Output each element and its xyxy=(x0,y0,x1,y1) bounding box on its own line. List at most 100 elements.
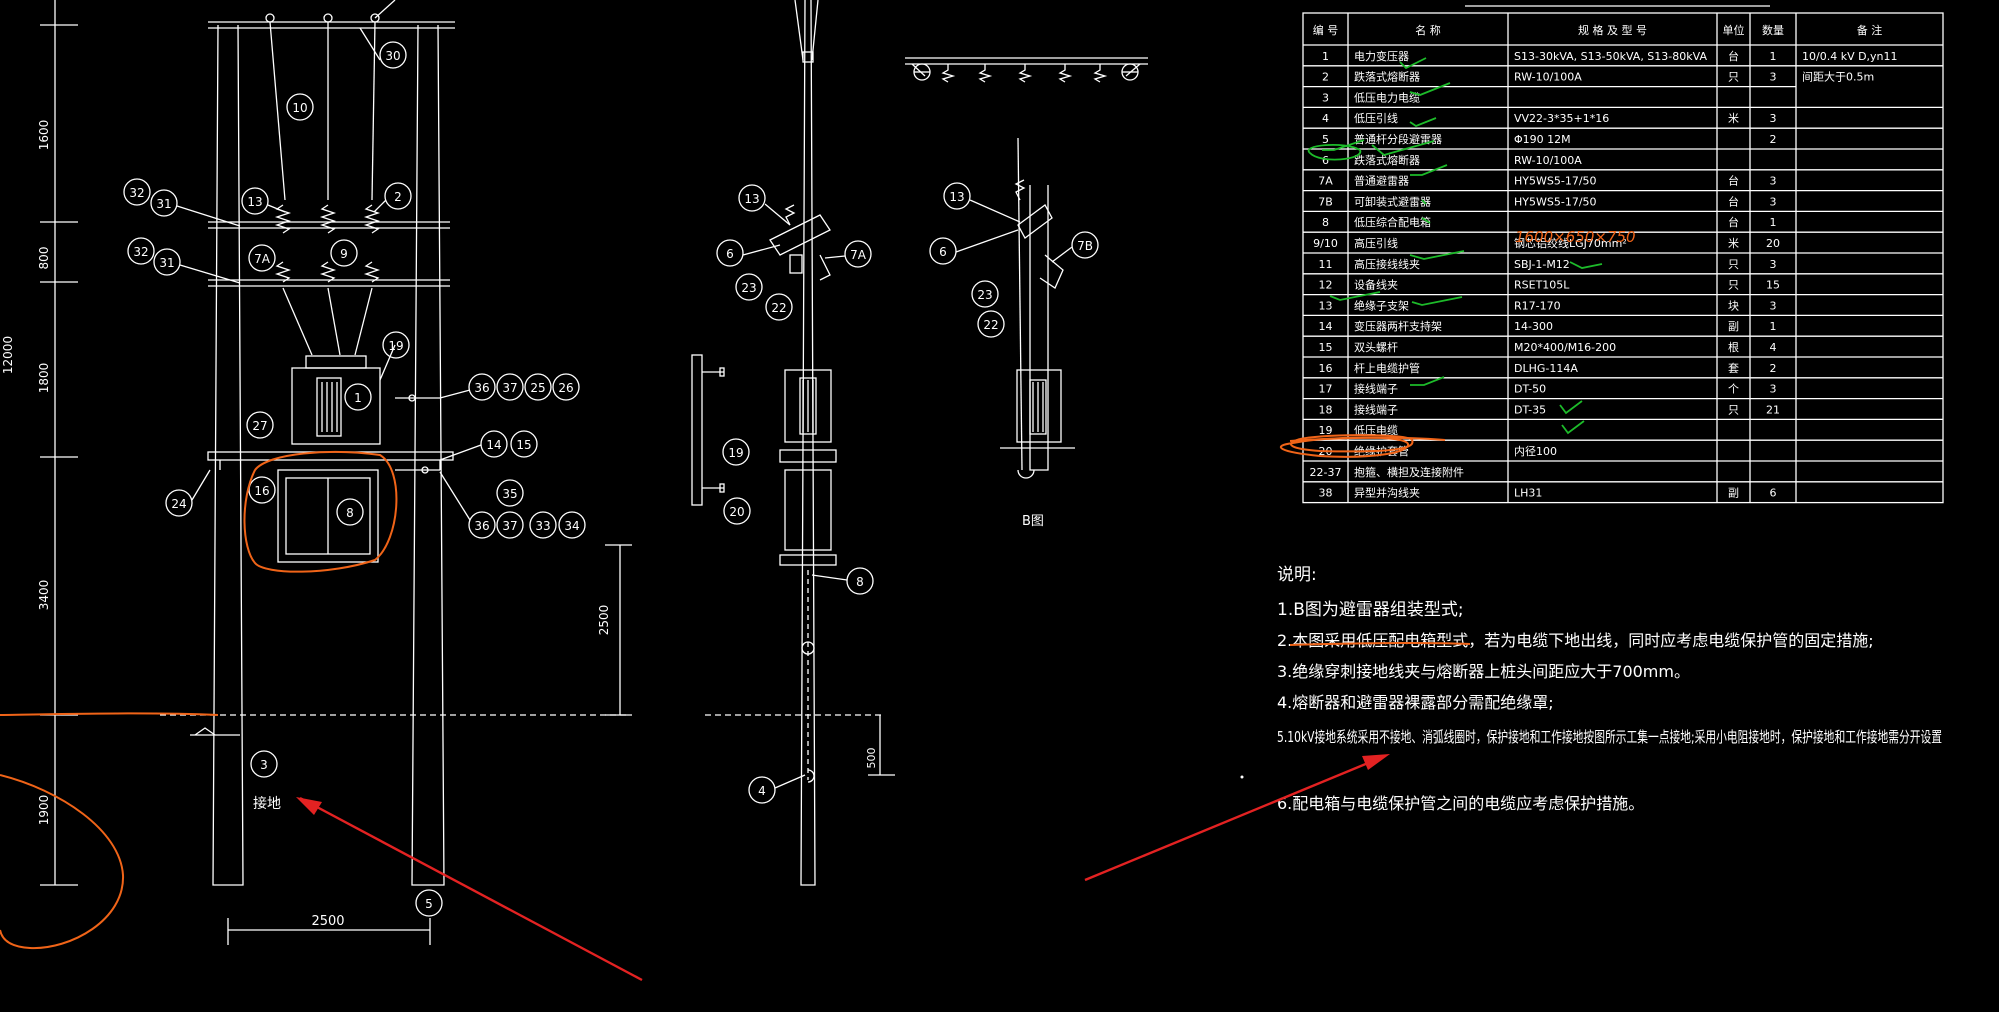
svg-text:20: 20 xyxy=(729,505,744,519)
dim-2500-bottom: 2500 xyxy=(311,914,344,929)
table-cell-qty: 6 xyxy=(1770,487,1777,500)
callout: 7A xyxy=(844,240,872,268)
left-callouts: 30 10 13 2 32 31 32 31 7A 9 19 1 36 37 2… xyxy=(123,27,586,917)
callout: 13 xyxy=(738,184,766,212)
table-cell-name: 变压器两杆支持架 xyxy=(1354,319,1442,333)
table-cell-no: 6 xyxy=(1322,154,1329,167)
table-cell-no: 2 xyxy=(1322,71,1329,84)
dim-3400: 3400 xyxy=(37,580,51,611)
table-cell-name: 接线端子 xyxy=(1354,402,1398,416)
note-4: 4.熔断器和避雷器裸露部分需配绝缘罩; xyxy=(1277,693,1554,712)
table-cell-unit: 只 xyxy=(1728,258,1739,271)
svg-text:33: 33 xyxy=(535,519,550,533)
table-cell-spec: RW-10/100A xyxy=(1514,154,1582,167)
table-cell-no: 18 xyxy=(1319,403,1333,416)
dim-500: 500 xyxy=(865,748,878,769)
svg-text:22: 22 xyxy=(983,318,998,332)
middle-side-view: 500 xyxy=(691,0,895,886)
svg-text:30: 30 xyxy=(385,49,400,63)
svg-text:24: 24 xyxy=(171,497,186,511)
table-cell-name: 普通避雷器 xyxy=(1354,174,1409,188)
svg-text:7A: 7A xyxy=(254,252,271,266)
table-cell-spec: HY5WS5-17/50 xyxy=(1514,195,1597,208)
table-cell-qty: 1 xyxy=(1770,320,1777,333)
callout: 24 xyxy=(165,489,193,517)
svg-text:31: 31 xyxy=(156,197,171,211)
svg-text:7A: 7A xyxy=(850,248,867,262)
callout: 19 xyxy=(382,331,410,359)
table-cell-unit: 只 xyxy=(1728,279,1739,292)
callout: 32 xyxy=(127,237,155,265)
svg-text:22: 22 xyxy=(771,301,786,315)
svg-text:31: 31 xyxy=(159,256,174,270)
table-cell-qty: 3 xyxy=(1770,112,1777,125)
table-cell-unit: 米 xyxy=(1728,237,1739,250)
table-cell-spec: 内径100 xyxy=(1514,444,1557,458)
svg-text:5: 5 xyxy=(425,897,433,911)
table-cell-unit: 只 xyxy=(1728,71,1739,84)
table-cell-name: 跌落式熔断器 xyxy=(1354,153,1420,167)
note-6: 6.配电箱与电缆保护管之间的电缆应考虑保护措施。 xyxy=(1277,794,1644,813)
svg-text:23: 23 xyxy=(977,288,992,302)
callout: 36 xyxy=(468,373,496,401)
callout: 23 xyxy=(971,280,999,308)
svg-text:37: 37 xyxy=(502,519,517,533)
table-cell-name: 低压电缆 xyxy=(1354,424,1398,437)
svg-text:27: 27 xyxy=(252,419,267,433)
table-cell-qty: 21 xyxy=(1766,403,1780,416)
callout: 3 xyxy=(250,750,278,778)
svg-text:13: 13 xyxy=(744,192,759,206)
table-cell-no: 8 xyxy=(1322,216,1329,229)
callout: 2 xyxy=(384,182,412,210)
table-cell-name: 跌落式熔断器 xyxy=(1354,70,1420,84)
callout: 19 xyxy=(722,438,750,466)
table-cell-qty: 1 xyxy=(1770,216,1777,229)
table-cell-spec: DLHG-114A xyxy=(1514,362,1578,375)
svg-text:7B: 7B xyxy=(1077,239,1093,253)
table-cell-qty: 2 xyxy=(1770,362,1777,375)
dim-12000: 12000 xyxy=(1,336,15,374)
table-cell-name: 异型并沟线夹 xyxy=(1354,486,1420,500)
callout: 8 xyxy=(336,498,364,526)
svg-text:6: 6 xyxy=(726,247,734,261)
table-cell-spec: SBJ-1-M12 xyxy=(1514,258,1570,271)
table-cell-name: 接线端子 xyxy=(1354,382,1398,396)
table-cell-name: 低压综合配电箱 xyxy=(1354,215,1431,229)
table-cell-qty: 3 xyxy=(1770,175,1777,188)
svg-text:34: 34 xyxy=(564,519,579,533)
table-cell-qty: 4 xyxy=(1770,341,1777,354)
table-cell-spec: R17-170 xyxy=(1514,299,1561,312)
callout: 13 xyxy=(943,182,971,210)
svg-text:10: 10 xyxy=(292,101,307,115)
svg-text:9: 9 xyxy=(340,247,348,261)
table-cell-no: 17 xyxy=(1319,383,1333,396)
table-cell-note: 间距大于0.5m xyxy=(1802,70,1874,84)
table-cell-no: 7A xyxy=(1318,175,1333,188)
svg-text:32: 32 xyxy=(133,245,148,259)
svg-text:2: 2 xyxy=(394,190,402,204)
svg-text:6: 6 xyxy=(939,245,947,259)
markups: 1600×650×750 xyxy=(0,57,1636,950)
callout: 4 xyxy=(748,776,776,804)
svg-text:16: 16 xyxy=(254,484,269,498)
table-cell-name: 杆上电缆护管 xyxy=(1354,361,1420,375)
callout: 32 xyxy=(123,178,151,206)
table-row: 6 跌落式熔断器 RW-10/100A xyxy=(1322,153,1582,167)
table-cell-unit: 副 xyxy=(1728,320,1739,333)
table-cell-no: 16 xyxy=(1319,362,1333,375)
table-cell-unit: 块 xyxy=(1728,299,1739,312)
table-cell-no: 15 xyxy=(1319,341,1333,354)
callout: 22 xyxy=(977,310,1005,338)
dim-800: 800 xyxy=(37,247,51,270)
table-cell-unit: 台 xyxy=(1728,174,1739,188)
